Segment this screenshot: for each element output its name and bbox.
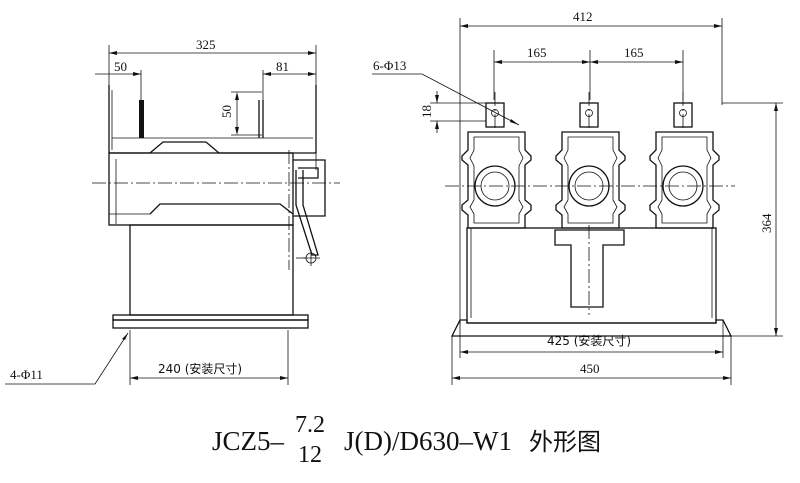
dim-50-left: 50 <box>114 59 127 74</box>
front-base <box>450 319 733 337</box>
dim-364: 364 <box>759 213 774 233</box>
dim-240: 240 (安装尺寸) <box>158 361 242 376</box>
caption-title-cn: 外形图 <box>529 428 601 456</box>
caption-model: J(D)/D630–W1 <box>344 426 512 456</box>
dim-165-left: 165 <box>527 45 547 60</box>
dim-81: 81 <box>276 59 289 74</box>
drawing-caption: JCZ5– 7.2 12 J(D)/D630–W1 外形图 <box>212 412 601 468</box>
side-view: 325 50 81 50 <box>5 37 340 385</box>
caption-denominator: 12 <box>298 442 322 468</box>
dim-325: 325 <box>196 37 216 52</box>
dim-450: 450 <box>580 361 600 376</box>
dim-6-phi13: 6-Φ13 <box>373 58 406 73</box>
pole-2 <box>555 131 626 229</box>
dim-4-phi11: 4-Φ11 <box>10 367 43 382</box>
dim-412: 412 <box>573 9 593 24</box>
actuator <box>554 229 625 308</box>
dim-165-right: 165 <box>624 45 644 60</box>
side-base-plate <box>112 314 309 321</box>
dim-425: 425 (安装尺寸) <box>547 333 631 348</box>
terminal-bar-left <box>139 100 144 138</box>
caption-numerator: 7.2 <box>295 412 325 438</box>
side-lower-box <box>129 224 294 316</box>
front-body <box>466 227 717 324</box>
pole-1 <box>461 131 532 229</box>
caption-prefix: JCZ5– <box>212 426 285 456</box>
front-view: 412 165 165 6-Φ13 18 <box>372 9 783 385</box>
dim-18: 18 <box>419 105 434 118</box>
pole-3 <box>649 131 720 229</box>
dim-50-vertical: 50 <box>219 105 234 118</box>
